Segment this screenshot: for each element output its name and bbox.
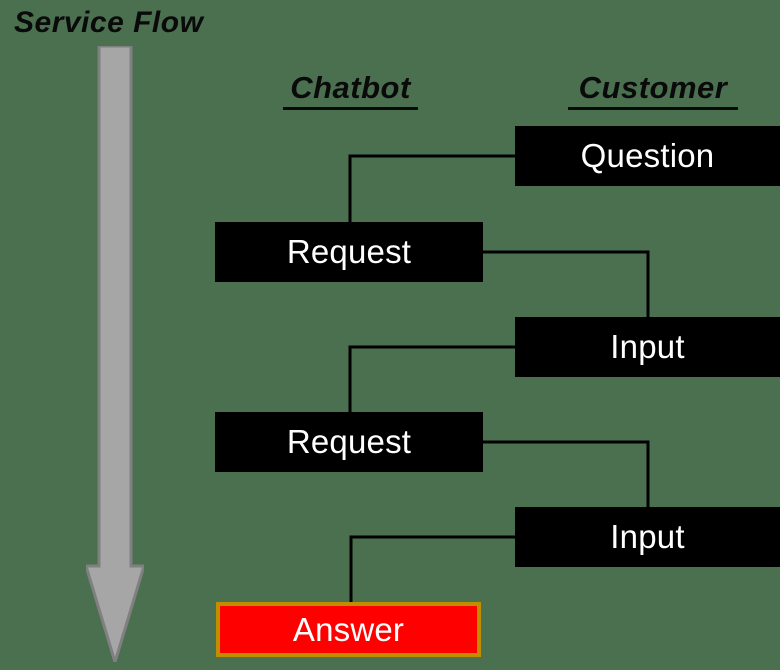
node-answer[interactable]: Answer [216,602,481,657]
page-title: Service Flow [14,6,204,39]
node-input-2[interactable]: Input [515,507,780,567]
node-request-2[interactable]: Request [215,412,483,472]
connector-question-to-request1 [348,154,515,222]
connector-request1-to-input1 [483,250,650,317]
node-request-1[interactable]: Request [215,222,483,282]
connector-input1-to-request2 [348,345,515,412]
column-header-customer: Customer [568,70,738,110]
connector-request2-to-input2 [483,440,650,507]
node-question[interactable]: Question [515,126,780,186]
connector-input2-to-answer [349,535,515,602]
column-header-chatbot: Chatbot [283,70,418,110]
node-input-1[interactable]: Input [515,317,780,377]
service-flow-arrow-icon [86,46,144,662]
